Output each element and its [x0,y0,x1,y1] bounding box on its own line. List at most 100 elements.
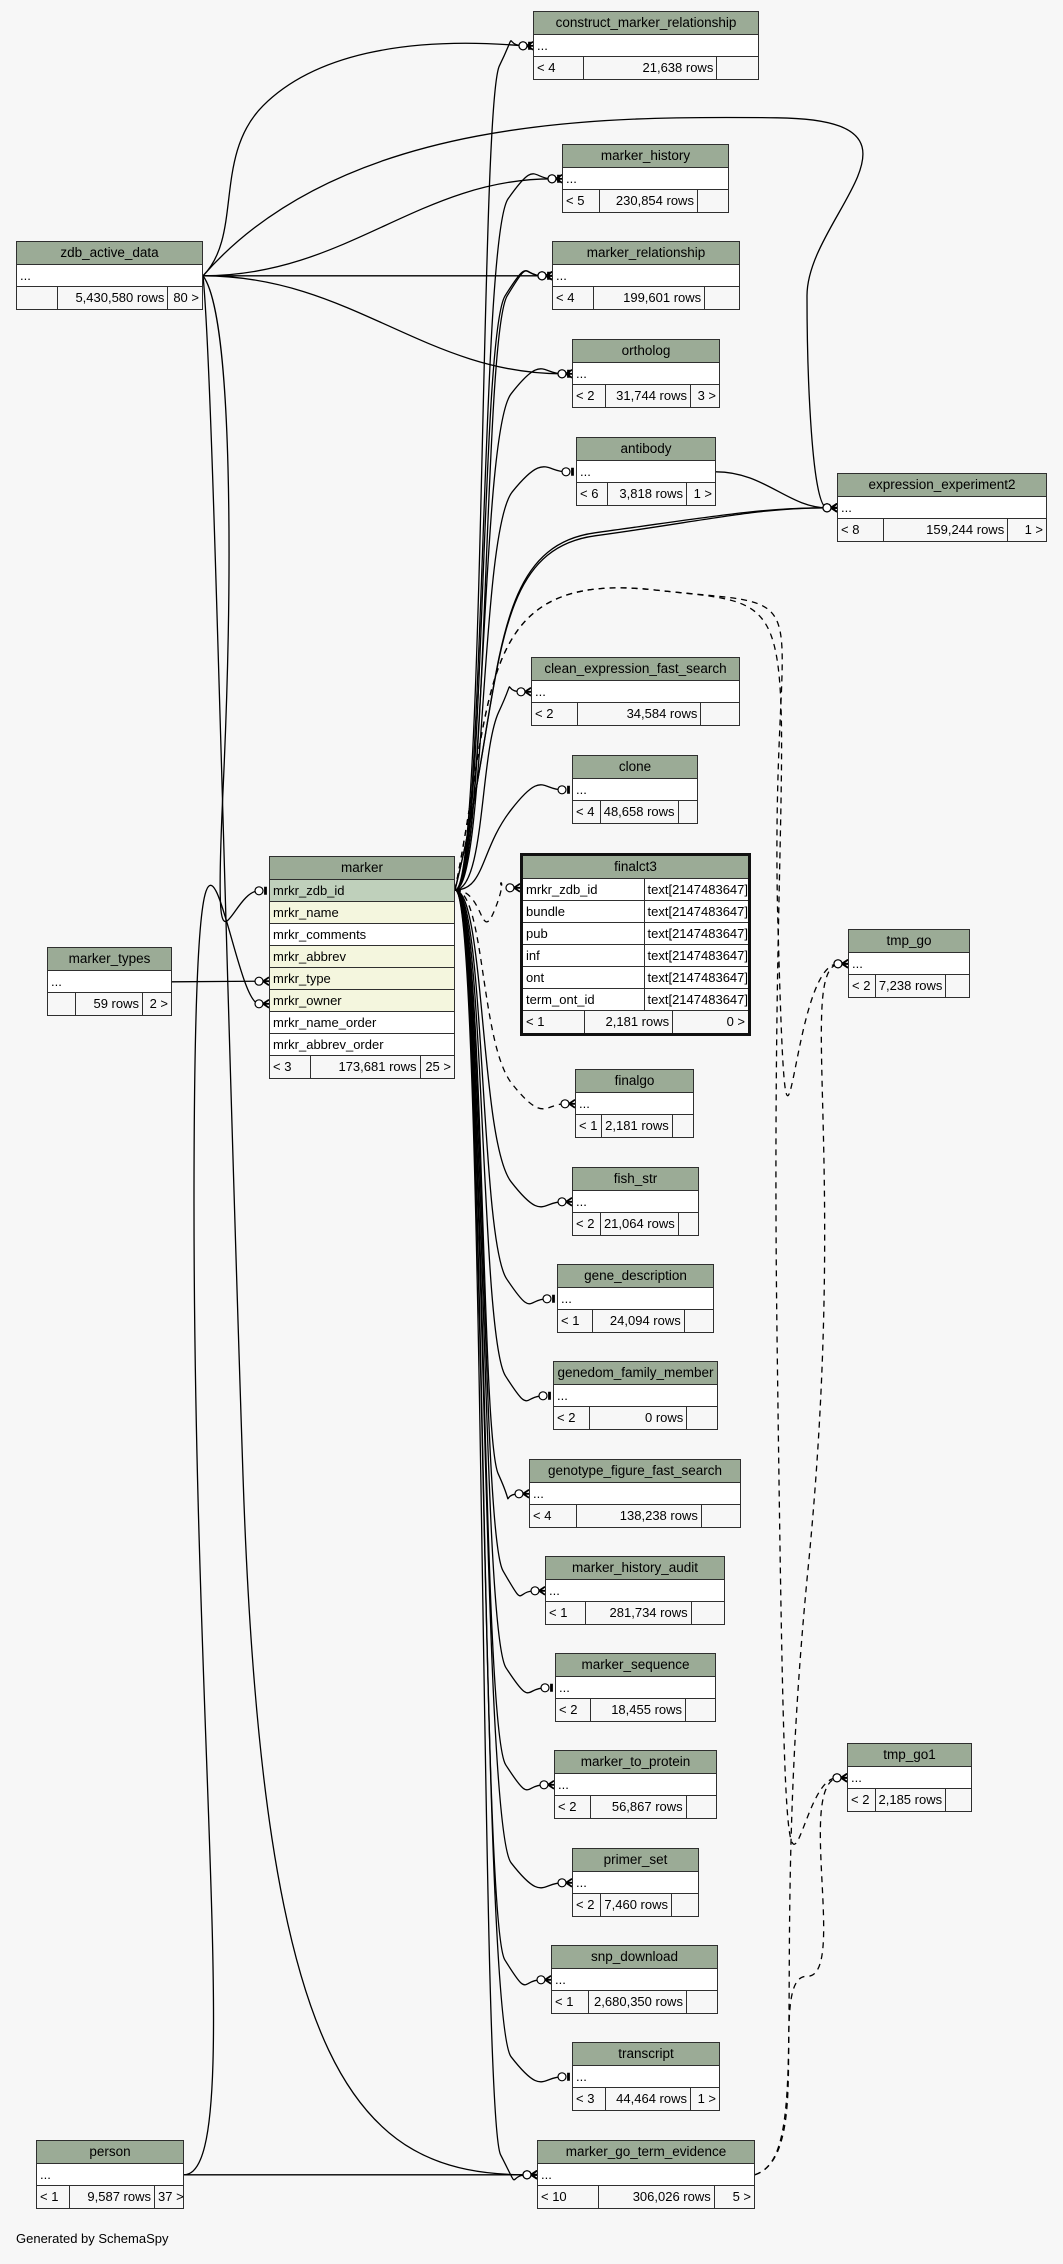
collapsed-columns[interactable]: ... [838,497,1046,519]
parents-link[interactable]: < 4 [573,801,601,823]
collapsed-columns[interactable]: ... [576,1093,693,1115]
table-name[interactable]: genedom_family_member [554,1362,717,1385]
table-name[interactable]: marker_to_protein [555,1751,716,1774]
table-name[interactable]: marker_sequence [556,1654,715,1677]
parents-link[interactable]: < 2 [555,1796,591,1818]
collapsed-columns[interactable]: ... [573,779,697,801]
collapsed-columns[interactable]: ... [573,2066,719,2088]
collapsed-columns[interactable]: ... [556,1677,715,1699]
children-link[interactable]: 1 > [693,486,712,501]
parents-link[interactable]: < 6 [577,483,608,505]
children-link[interactable] [946,975,972,997]
column-row[interactable]: mrkr_name_order [270,1012,454,1034]
collapsed-columns[interactable]: ... [573,1191,698,1213]
parents-link[interactable]: < 3 [573,2088,606,2110]
collapsed-columns[interactable]: ... [546,1580,724,1602]
column-row[interactable]: mrkr_owner [270,990,454,1012]
table-name[interactable]: tmp_go1 [848,1744,971,1767]
table-name[interactable]: primer_set [573,1849,698,1872]
table-name[interactable]: person [37,2141,183,2164]
table-name[interactable]: finalct3 [523,856,748,879]
parents-link[interactable]: < 8 [838,519,885,541]
table-name[interactable]: finalgo [576,1070,693,1093]
table-name[interactable]: genotype_figure_fast_search [530,1460,740,1483]
table-name[interactable]: tmp_go [849,930,969,953]
table-name[interactable]: expression_experiment2 [838,474,1046,497]
column-row[interactable]: mrkr_comments [270,924,454,946]
table-name[interactable]: marker [270,857,454,880]
parents-link[interactable]: < 4 [553,287,595,309]
children-link[interactable]: 0 > [726,1014,745,1029]
children-link[interactable]: 37 > [158,2189,184,2204]
parents-link[interactable]: < 1 [523,1011,586,1033]
table-name[interactable]: marker_history_audit [546,1557,724,1580]
collapsed-columns[interactable]: ... [534,35,758,57]
children-link[interactable] [687,1407,717,1429]
table-name[interactable]: clone [573,756,697,779]
collapsed-columns[interactable]: ... [530,1483,740,1505]
table-name[interactable]: gene_description [558,1265,713,1288]
column-row[interactable]: mrkr_type [270,968,454,990]
parents-link[interactable] [17,287,59,309]
children-link[interactable]: 25 > [425,1059,451,1074]
parents-link[interactable]: < 2 [532,703,578,725]
table-name[interactable]: marker_history [563,145,728,168]
children-link[interactable]: 5 > [732,2189,751,2204]
collapsed-columns[interactable]: ... [573,1872,698,1894]
table-name[interactable]: transcript [573,2043,719,2066]
children-link[interactable]: 2 > [149,996,168,1011]
parents-link[interactable]: < 2 [573,1894,601,1916]
children-link[interactable] [698,190,728,212]
children-link[interactable] [717,57,758,79]
parents-link[interactable]: < 2 [573,385,606,407]
collapsed-columns[interactable]: ... [532,681,739,703]
children-link[interactable] [673,1115,699,1137]
children-link[interactable] [685,1310,713,1332]
parents-link[interactable] [48,993,76,1015]
table-name[interactable]: antibody [577,438,715,461]
children-link[interactable] [687,1991,717,2013]
children-link[interactable] [701,703,739,725]
table-name[interactable]: marker_go_term_evidence [538,2141,754,2164]
parents-link[interactable]: < 3 [270,1056,311,1078]
column-row[interactable]: mrkr_name [270,902,454,924]
table-name[interactable]: marker_types [48,948,171,971]
table-name[interactable]: clean_expression_fast_search [532,658,739,681]
parents-link[interactable]: < 2 [556,1699,592,1721]
parents-link[interactable]: < 4 [530,1505,577,1527]
collapsed-columns[interactable]: ... [48,971,171,993]
parents-link[interactable]: < 1 [546,1602,586,1624]
children-link[interactable] [679,1213,705,1235]
children-link[interactable]: 80 > [173,290,199,305]
column-row[interactable]: mrkr_zdb_id [270,880,454,902]
children-link[interactable]: 1 > [697,2091,716,2106]
collapsed-columns[interactable]: ... [563,168,728,190]
collapsed-columns[interactable]: ... [848,1767,971,1789]
table-name[interactable]: snp_download [552,1946,717,1969]
collapsed-columns[interactable]: ... [553,265,739,287]
children-link[interactable] [702,1505,740,1527]
parents-link[interactable]: < 2 [573,1213,601,1235]
parents-link[interactable]: < 4 [534,57,584,79]
